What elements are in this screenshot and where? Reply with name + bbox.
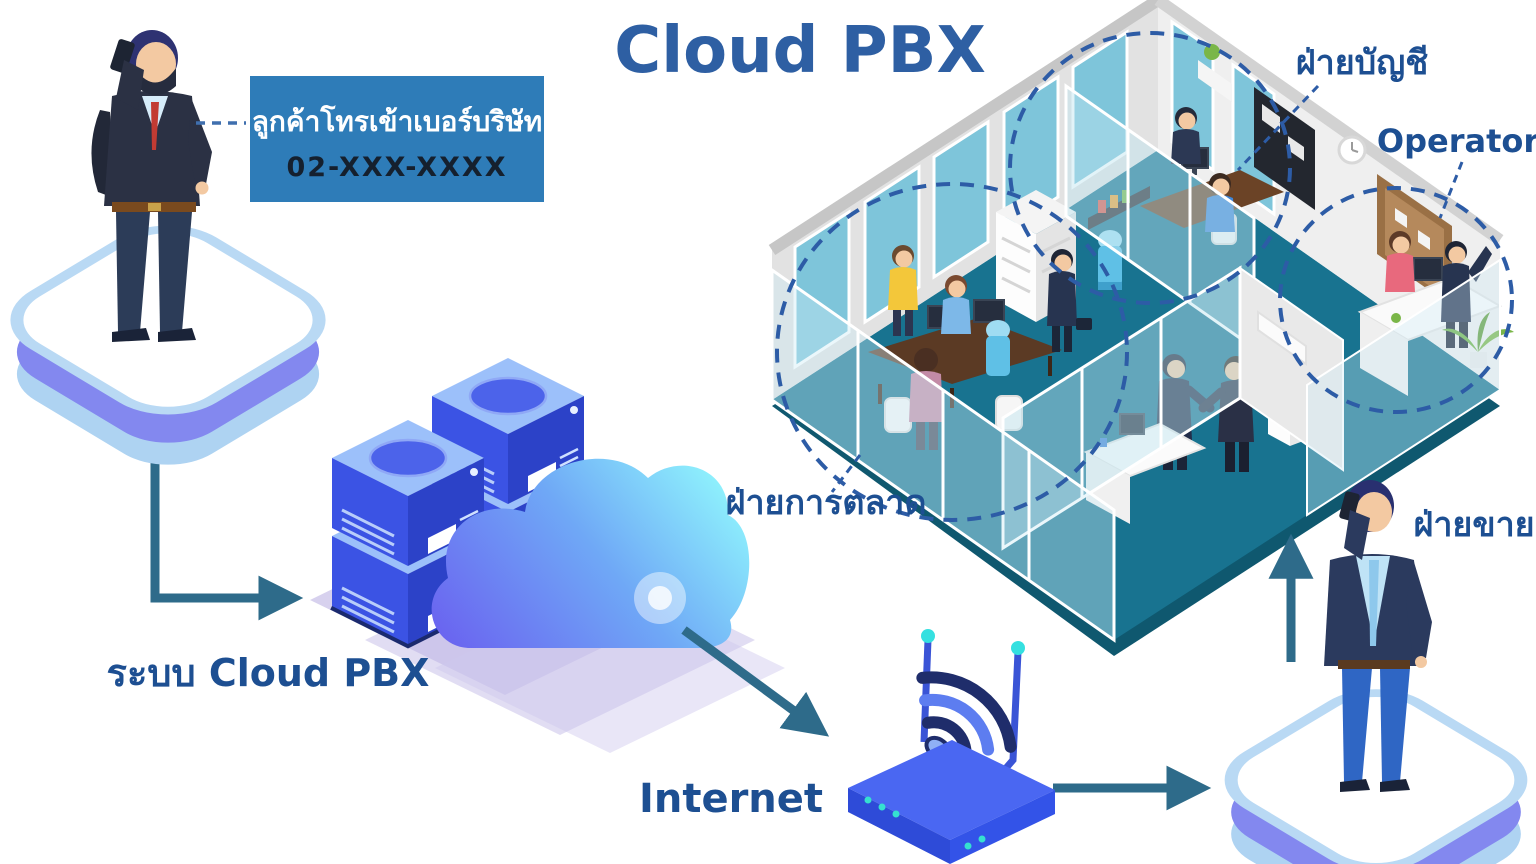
arrow-customer-to-pbx xyxy=(150,400,304,621)
person-marketing-1 xyxy=(888,245,918,336)
callout-box: ลูกค้าโทรเข้าเบอร์บริษัท 02-XXX-XXXX xyxy=(196,76,544,202)
roofline-right xyxy=(1154,0,1504,245)
label-operator: Operator xyxy=(1377,122,1536,160)
zone-circle-operator xyxy=(1278,186,1514,414)
person-marketing-2 xyxy=(941,275,971,334)
water-cooler-icon xyxy=(986,320,1010,340)
belt xyxy=(1338,660,1410,669)
roofline-left xyxy=(768,0,1162,256)
pen-cup xyxy=(1100,438,1107,447)
glass-front-operator xyxy=(1306,258,1501,517)
arrow-pbx-to-internet xyxy=(681,626,830,737)
isometric-office-illustration xyxy=(768,0,1514,656)
leader-accounting xyxy=(1236,84,1320,172)
customer-figure xyxy=(10,30,326,465)
sales-person-icon xyxy=(1324,480,1432,792)
beard xyxy=(136,68,176,95)
label-sales: ฝ่ายขาย xyxy=(1413,505,1534,545)
label-system: ระบบ Cloud PBX xyxy=(107,651,430,695)
platform-icon xyxy=(1224,689,1528,864)
window-panels-left xyxy=(793,29,1129,370)
briefcase-icon xyxy=(1076,318,1092,330)
ac-unit-icon xyxy=(1257,310,1307,366)
person-handshake-1 xyxy=(1156,354,1215,470)
monitor-icon xyxy=(1119,413,1145,435)
monitor-icon xyxy=(973,299,1005,323)
person-accounting-1 xyxy=(1171,107,1201,164)
cloud-pbx-system-illustration xyxy=(310,356,785,753)
tie xyxy=(1369,560,1379,646)
office-floor xyxy=(772,150,1500,640)
tie xyxy=(151,102,159,150)
glass-partition-accounting xyxy=(1064,83,1256,351)
platform-icon xyxy=(10,225,326,465)
person-handshake-2 xyxy=(1198,356,1254,472)
shelf-plant-icon xyxy=(1204,44,1220,60)
leader-marketing xyxy=(830,454,862,493)
router-top xyxy=(848,740,1055,840)
water-cooler-icon xyxy=(1098,230,1122,250)
person-marketing-4 xyxy=(1047,249,1092,352)
callout-phone-number: 02-XXX-XXXX xyxy=(286,152,507,183)
face xyxy=(136,42,176,86)
page-title: Cloud PBX xyxy=(614,14,986,88)
label-marketing: ฝ่ายการตลาด xyxy=(726,483,927,523)
customer-person-icon xyxy=(91,30,212,342)
monitor-icon xyxy=(1413,257,1443,281)
cloud-sparkle xyxy=(648,586,672,610)
wifi-router-icon xyxy=(848,629,1055,864)
flow-arrows xyxy=(150,400,1314,811)
person-operator-1 xyxy=(1385,231,1415,292)
wall-shelf-books xyxy=(1088,186,1150,230)
callout-rect xyxy=(250,76,544,202)
sales-figure xyxy=(1224,480,1528,864)
wall-shelf xyxy=(1198,60,1232,102)
label-accounting: ฝ่ายบัญชี xyxy=(1296,43,1429,83)
palm-plant-icon xyxy=(1442,312,1514,368)
leader-operator xyxy=(1438,161,1464,219)
label-internet: Internet xyxy=(639,776,823,822)
zone-circle-marketing xyxy=(775,182,1129,522)
zone-circle-accounting xyxy=(1008,31,1292,305)
meeting-table xyxy=(868,318,1062,384)
callout-line1: ลูกค้าโทรเข้าเบอร์บริษัท xyxy=(252,104,542,139)
